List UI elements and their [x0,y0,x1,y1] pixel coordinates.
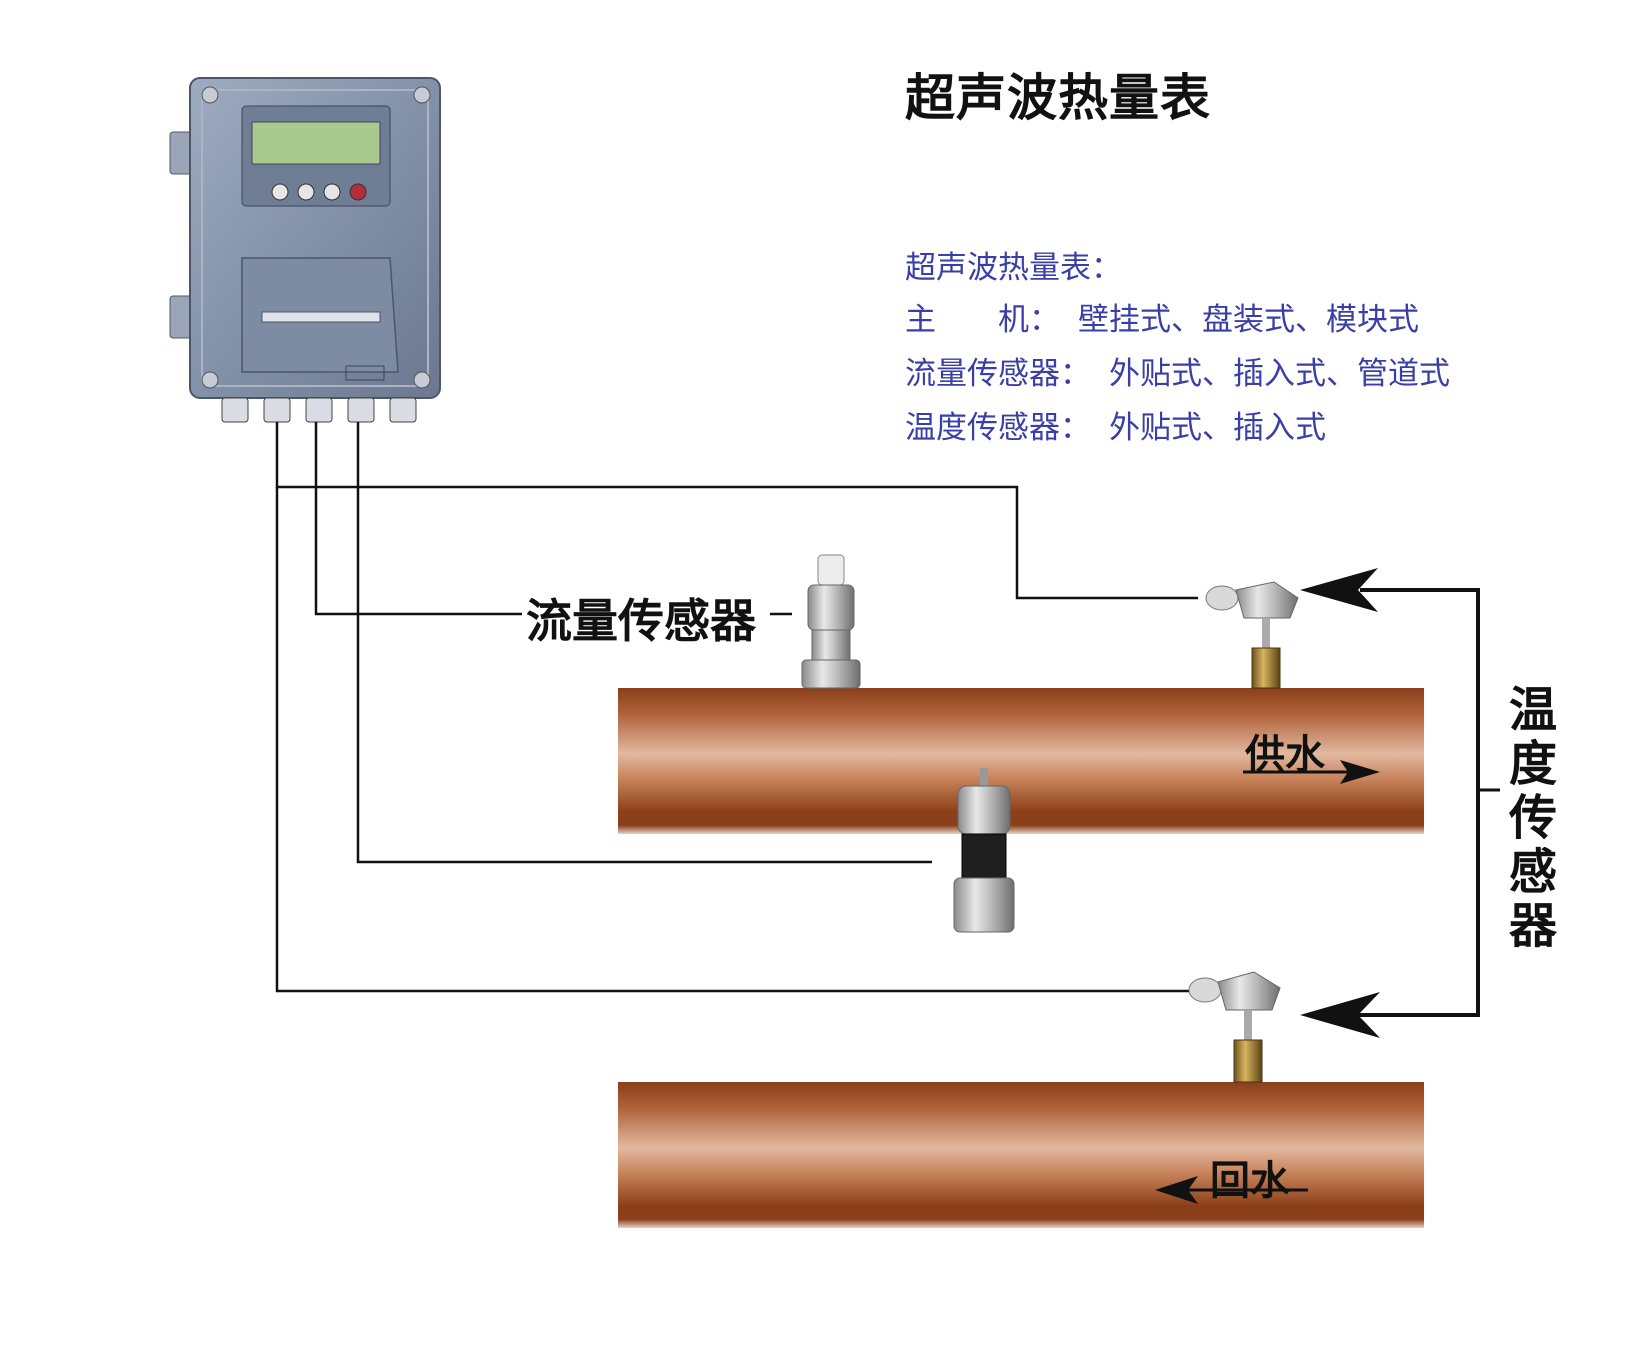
temp-sensor-supply [1205,581,1299,689]
meter-keypad [271,183,367,201]
return-pipe [618,1082,1424,1228]
temp-sensor-supply-gland [1205,585,1239,611]
temp-sensor-return-head [1217,971,1281,1011]
flow-sensor-upper-body [807,584,855,631]
flow-sensor-upper-base [801,659,861,689]
temp-sensor-supply-fitting [1251,647,1281,689]
page-title: 超声波热量表 [905,69,1211,127]
meter-unit [169,77,441,423]
info-row-flow-label: 流量传感器： [905,356,1091,392]
meter-screw-tr [413,86,431,104]
return-water-label: 回水 [1210,1158,1290,1204]
wire-return-temp [275,487,1190,993]
meter-nameplate [345,365,385,381]
temp-arrow-supply-icon [1300,568,1378,612]
info-row-temp-value: 外贴式、插入式 [1109,410,1326,446]
temp-sensor-return-gland [1188,977,1222,1003]
info-row-temp: 温度传感器： 外贴式、插入式 [905,402,1326,447]
meter-key-4[interactable] [349,183,367,201]
flow-sensor-lower [953,768,1015,933]
flow-sensor-lower-head [957,785,1011,835]
meter-key-3[interactable] [323,183,341,201]
lcd-screen [251,121,381,165]
temp-sensor-supply-head [1235,581,1299,619]
info-row-flow: 流量传感器： 外贴式、插入式、管道式 [905,348,1450,393]
flow-sensor-upper-nut [811,629,851,661]
info-row-flow-value: 外贴式、插入式、管道式 [1109,356,1450,392]
flow-sensor-lower-body [953,877,1015,933]
meter-screw-br [413,371,431,389]
flow-sensor-label: 流量传感器 [522,585,760,651]
meter-slot [261,311,381,323]
cable-gland-3 [305,397,333,423]
temp-sensor-return-stem [1244,1010,1252,1040]
meter-hinge-top [169,131,193,175]
meter-body-inner [201,89,429,387]
meter-key-2[interactable] [297,183,315,201]
temp-sensor-bracket [1352,588,1500,1017]
info-row-temp-label: 温度传感器： [905,410,1091,446]
cable-gland-1 [221,397,249,423]
info-row-host-value: 壁挂式、盘装式、模块式 [1078,302,1419,338]
info-row-host-label: 主 机： [905,302,1060,338]
temp-arrow-return-icon [1300,992,1380,1038]
wires [275,422,1198,993]
supply-flow-arrow-icon [1243,760,1380,784]
cable-gland-2 [263,397,291,423]
info-heading: 超声波热量表： [905,250,1122,286]
cable-glands [221,397,417,423]
cable-gland-4 [347,397,375,423]
wire-flow-sensor-1 [314,422,528,616]
flow-sensor-upper-cap [817,554,845,586]
temp-sensor-label: 温度传感器 [1508,682,1557,954]
wire-flow-sensor-2 [356,422,932,864]
supply-pipe [618,688,1424,834]
flow-sensor-lower-tip [980,768,988,790]
wire-supply-temp [275,422,1198,600]
flow-sensor-lower-connector [961,833,1007,879]
meter-key-1[interactable] [271,183,289,201]
temp-sensor-supply-stem [1262,618,1270,648]
cable-gland-5 [389,397,417,423]
return-flow-arrow-icon [1155,1176,1308,1204]
meter-screw-tl [201,86,219,104]
flow-sensor-upper [801,554,861,689]
meter-screw-bl [201,371,219,389]
supply-water-label: 供水 [1245,732,1325,778]
info-row-host: 主 机： 壁挂式、盘装式、模块式 [905,294,1419,339]
temp-bracket-line [1352,588,1480,1017]
meter-hinge-bottom [169,295,193,339]
temp-sensor-return [1188,971,1281,1083]
temp-sensor-return-fitting [1233,1039,1263,1083]
